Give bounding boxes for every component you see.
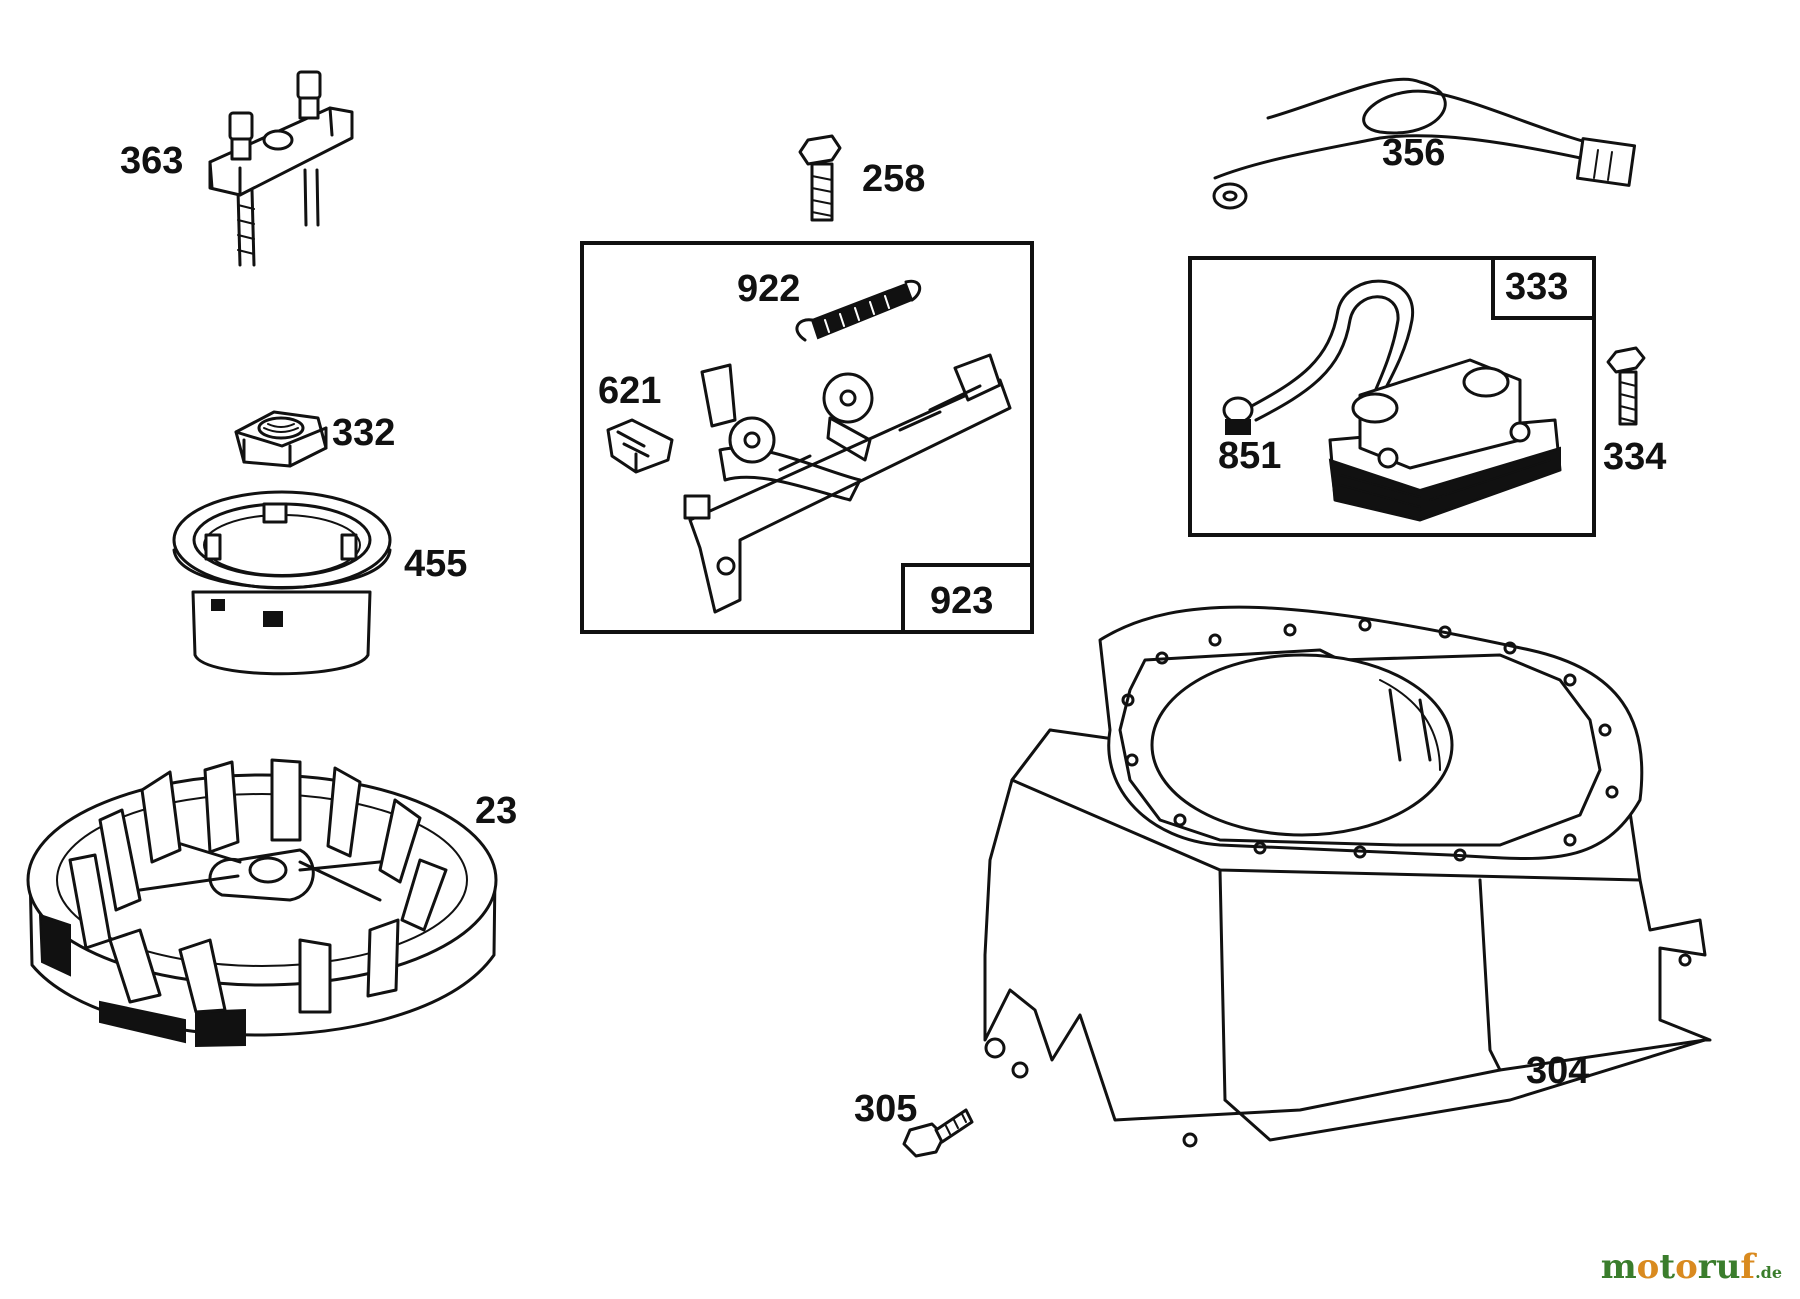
part-305-screw-illustration [902, 1108, 974, 1158]
part-333-box [1188, 256, 1596, 537]
part-304-blower-housing-illustration [983, 605, 1712, 1148]
watermark-brand: motoruf [1600, 1247, 1756, 1287]
part-label-621: 621 [598, 370, 662, 412]
part-label-304: 304 [1526, 1050, 1590, 1092]
part-23-flywheel-illustration [26, 758, 498, 1048]
part-label-455: 455 [404, 543, 468, 585]
part-label-363: 363 [120, 140, 184, 182]
part-923-tag-box [901, 563, 1034, 634]
part-label-305: 305 [854, 1088, 918, 1130]
part-label-923: 923 [930, 580, 994, 622]
part-label-332: 332 [332, 412, 396, 454]
part-332-nut-illustration [234, 410, 328, 468]
part-922-spring-illustration [795, 279, 922, 342]
part-363-bracket-illustration [208, 70, 354, 267]
part-923-box [580, 241, 1034, 634]
part-label-333: 333 [1505, 266, 1569, 308]
part-621-clip-illustration [606, 418, 674, 474]
part-label-258: 258 [862, 158, 926, 200]
part-356-wire-illustration [1212, 77, 1637, 210]
part-label-334: 334 [1603, 436, 1667, 478]
part-label-23: 23 [475, 790, 518, 832]
watermark-logo: motoruf.de [1601, 1247, 1782, 1287]
part-333-armature-illustration [1222, 279, 1562, 522]
part-label-356: 356 [1382, 132, 1446, 174]
part-258-bolt-illustration [798, 134, 842, 222]
part-label-851: 851 [1218, 435, 1282, 477]
watermark-tld: .de [1755, 1263, 1782, 1282]
part-label-922: 922 [737, 268, 801, 310]
part-923-governor-bracket-illustration [683, 353, 1012, 614]
part-455-cup-illustration [172, 490, 392, 676]
part-333-tag-box [1491, 256, 1596, 320]
part-334-bolt-illustration [1606, 346, 1646, 426]
